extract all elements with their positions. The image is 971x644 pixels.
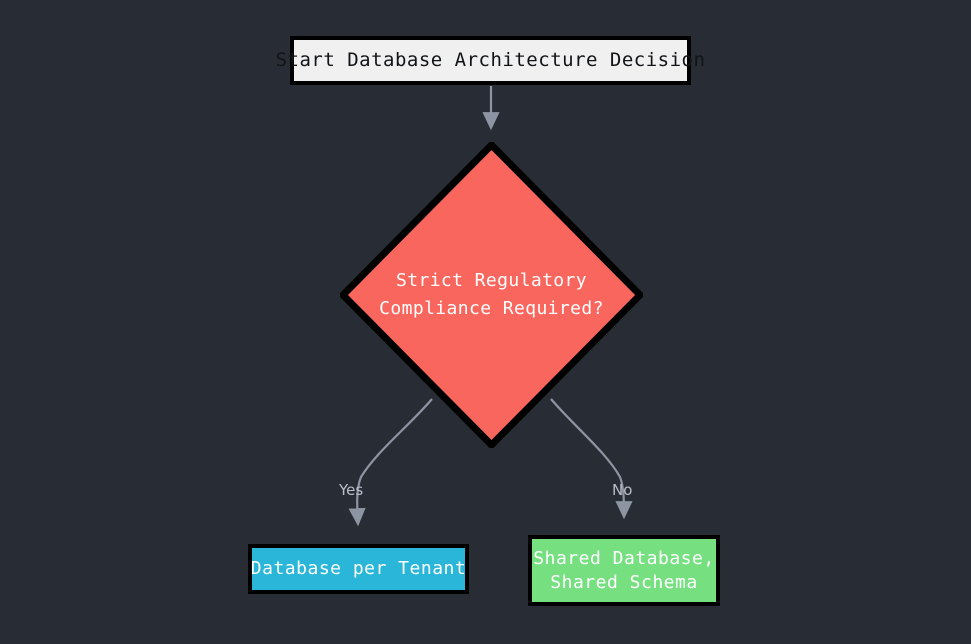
node-decision-label: Strict Regulatory Compliance Required? bbox=[379, 270, 604, 319]
node-outcome-database-per-tenant[interactable]: Database per Tenant bbox=[248, 544, 469, 594]
edge-label-yes: Yes bbox=[339, 481, 364, 499]
node-outcome-database-per-tenant-label: Database per Tenant bbox=[250, 558, 467, 580]
node-start[interactable]: Start Database Architecture Decision bbox=[276, 36, 705, 85]
node-outcome-shared-database-shared-schema[interactable]: Shared Database, Shared Schema bbox=[528, 535, 720, 606]
node-start-label: Start Database Architecture Decision bbox=[275, 49, 706, 72]
node-decision-label-group: Strict Regulatory Compliance Required? bbox=[340, 142, 643, 448]
node-decision[interactable]: Strict Regulatory Compliance Required? bbox=[340, 142, 643, 448]
node-outcome-shared-database-shared-schema-label: Shared Database, Shared Schema bbox=[533, 548, 715, 593]
edge-label-no: No bbox=[612, 481, 633, 499]
diamond-shape bbox=[340, 142, 643, 448]
